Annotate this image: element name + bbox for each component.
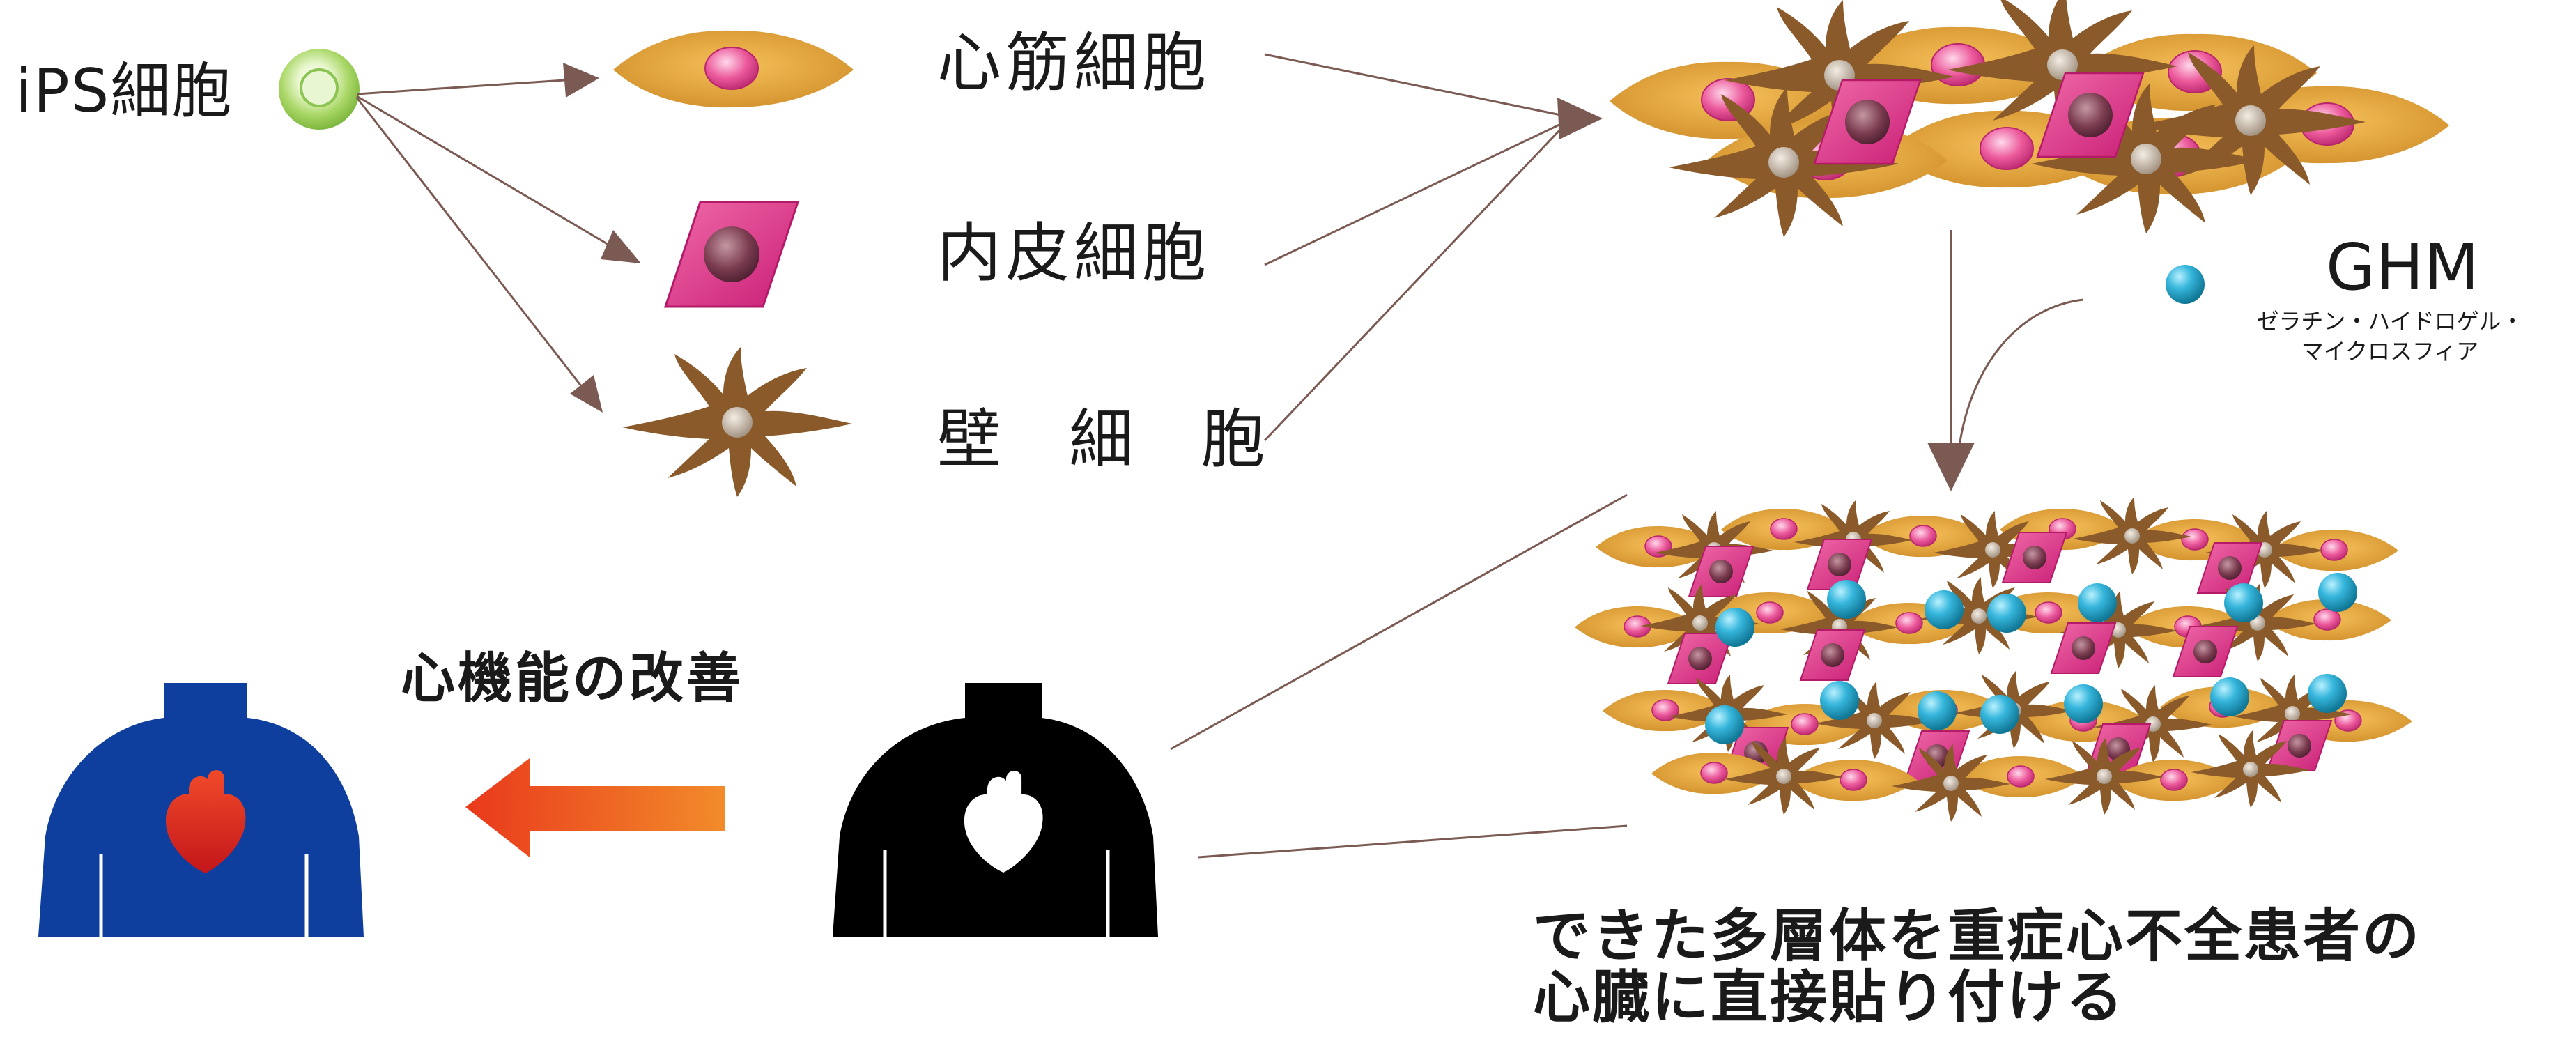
improvement-arrow — [465, 758, 725, 857]
patient-improved-figure — [38, 683, 364, 937]
procedure-caption: できた多層体を重症心不全患者の 心臓に直接貼り付ける — [1533, 906, 2421, 1028]
ghm-description-line1: ゼラチン・ハイドロゲル・ — [2256, 308, 2524, 335]
ghm-description-line2: マイクロスフィア — [2301, 338, 2479, 365]
ghm-description: ゼラチン・ハイドロゲル・ マイクロスフィア — [2244, 307, 2536, 367]
ips-cell-label: iPS細胞 — [15, 56, 233, 126]
mural-cell-icon — [622, 347, 852, 497]
cardiomyocyte-label: 心筋細胞 — [937, 26, 1211, 100]
cardiomyocyte-icon — [612, 29, 854, 109]
patient-before-figure — [833, 683, 1158, 937]
endothelial-cell-icon — [664, 201, 799, 308]
procedure-caption-line2: 心臓に直接貼り付ける — [1533, 964, 2126, 1031]
differentiation-arrows — [355, 63, 641, 413]
cell-sheet-monolayer — [1609, 0, 2450, 237]
ghm-microsphere-icon — [2166, 265, 2205, 304]
converging-arrows — [1263, 53, 1603, 442]
ghm-addition-arrow — [1927, 230, 2084, 491]
mural-cell-label: 壁 細 胞 — [937, 402, 1289, 477]
cell-sheet-multilayer — [1574, 497, 2413, 822]
procedure-caption-line1: できた多層体を重症心不全患者の — [1533, 903, 2422, 969]
ips-cell — [279, 49, 360, 130]
application-lines — [1170, 493, 1628, 859]
ghm-label: GHM — [2326, 230, 2479, 305]
endothelial-cell-label: 内皮細胞 — [937, 216, 1211, 291]
cardiac-improvement-label: 心機能の改善 — [401, 647, 744, 710]
